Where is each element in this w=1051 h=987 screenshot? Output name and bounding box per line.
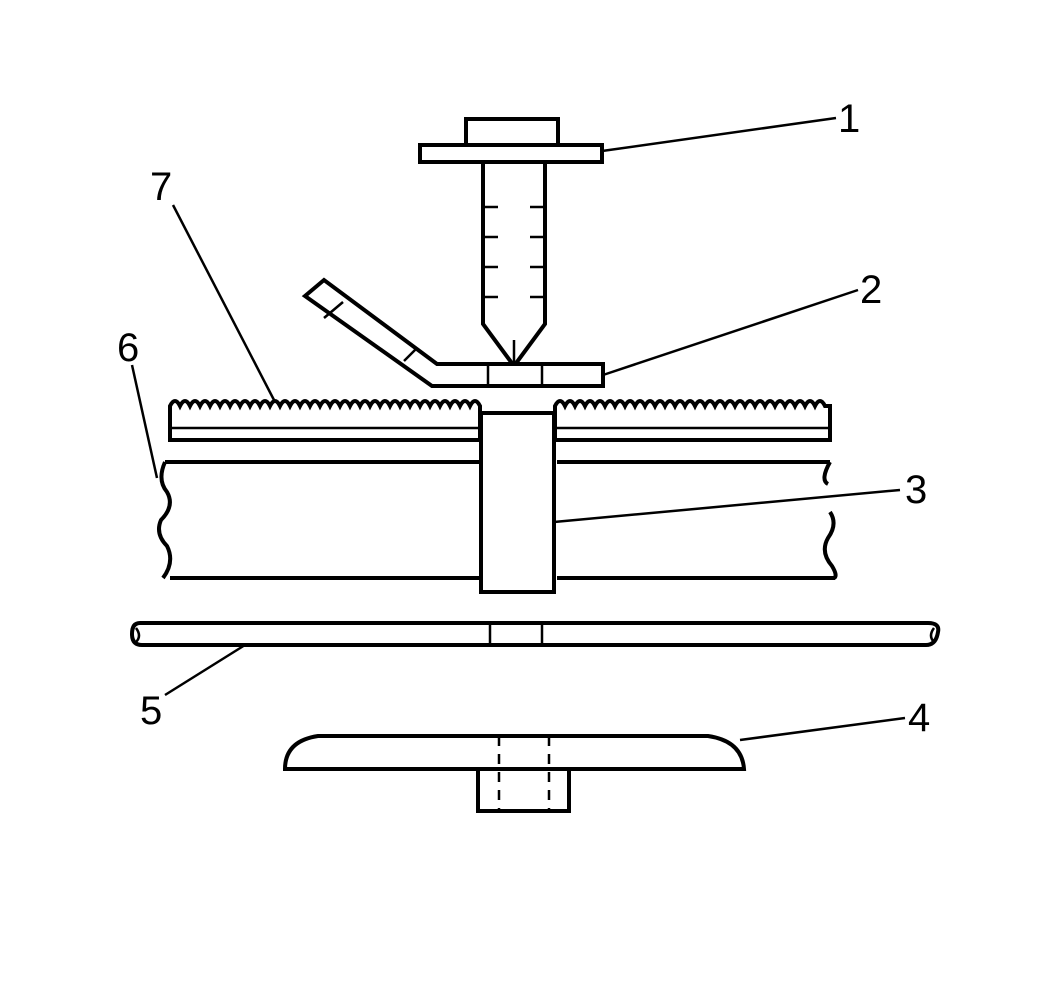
leader-3 — [553, 488, 901, 524]
carpet-right — [553, 399, 832, 442]
callout-5: 5 — [140, 689, 162, 733]
callout-3: 3 — [905, 468, 927, 512]
leader-6 — [130, 364, 159, 479]
part-7-carpet — [168, 399, 832, 442]
part-1-screw — [418, 117, 604, 370]
callout-4: 4 — [908, 696, 930, 740]
leader-1 — [601, 116, 837, 153]
callout-labels: 1 2 3 4 5 6 7 — [117, 97, 930, 740]
carpet-left — [168, 399, 482, 442]
leader-5 — [164, 643, 246, 697]
screw-thread-marks — [483, 205, 545, 362]
callout-6: 6 — [117, 326, 139, 370]
leader-7 — [171, 204, 276, 401]
leader-2 — [602, 288, 859, 377]
leader-lines — [130, 116, 906, 742]
part-4-retainer — [282, 734, 747, 813]
part-3-sleeve — [479, 411, 556, 594]
part-5-plate — [129, 621, 941, 647]
part-6-panel — [157, 460, 838, 580]
part-2-bracket — [301, 277, 605, 388]
callout-7: 7 — [150, 165, 172, 209]
callout-1: 1 — [838, 97, 860, 141]
callout-2: 2 — [860, 268, 882, 312]
leader-4 — [739, 716, 906, 742]
